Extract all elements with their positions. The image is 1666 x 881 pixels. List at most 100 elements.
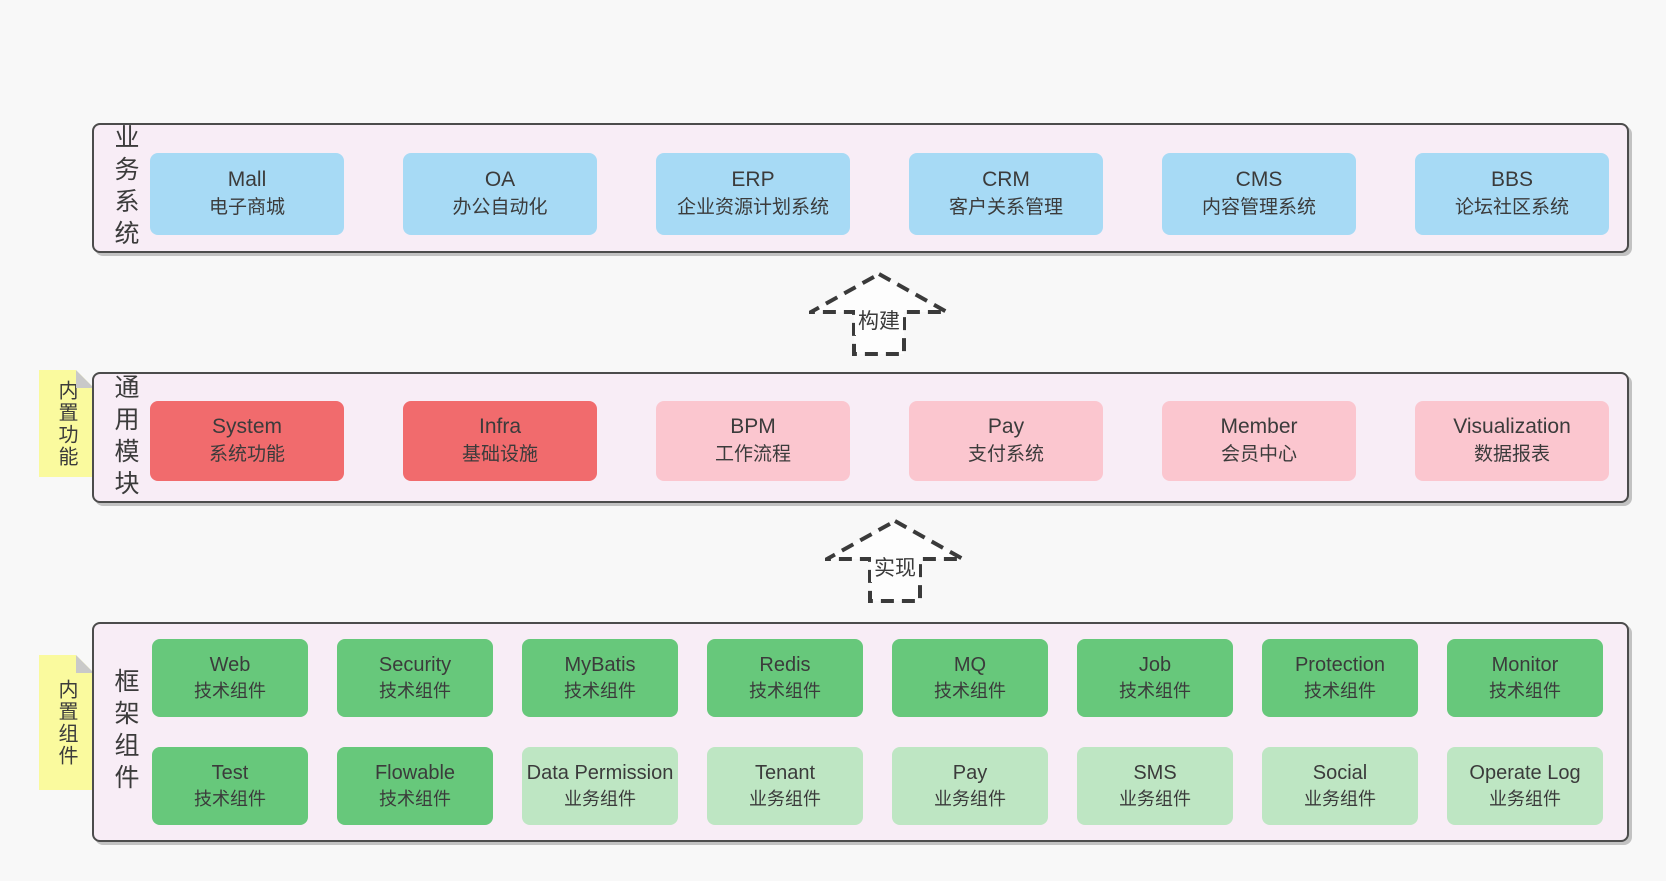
box-title: Operate Log	[1469, 762, 1581, 784]
box-subtitle: 业务组件	[934, 789, 1006, 809]
box-sms: SMS 业务组件	[1077, 747, 1233, 825]
box-title: Test	[211, 762, 249, 784]
box-subtitle: 技术组件	[1119, 681, 1191, 701]
box-data-permission: Data Permission 业务组件	[522, 747, 678, 825]
box-pay: Pay 支付系统	[909, 401, 1103, 481]
box-subtitle: 企业资源计划系统	[676, 197, 829, 218]
layer-label: 框架组件	[111, 668, 139, 796]
box-title: Pay	[987, 415, 1025, 438]
layer-framework-components: 框架组件 Web 技术组件 Security 技术组件 MyBatis 技术组件…	[92, 622, 1629, 842]
box-title: Protection	[1294, 654, 1386, 676]
box-title: BPM	[730, 415, 776, 438]
box-title: Member	[1220, 415, 1298, 438]
box-subtitle: 业务组件	[1119, 789, 1191, 809]
box-infra: Infra 基础设施	[403, 401, 597, 481]
box-oa: OA 办公自动化	[403, 153, 597, 235]
box-title: CMS	[1235, 168, 1283, 191]
box-title: SMS	[1133, 762, 1177, 784]
box-operate-log: Operate Log 业务组件	[1447, 747, 1603, 825]
box-subtitle: 支付系统	[967, 444, 1044, 465]
sticky-tag-label: 内置功能	[55, 379, 77, 468]
box-redis: Redis 技术组件	[707, 639, 863, 717]
box-visualization: Visualization 数据报表	[1415, 401, 1609, 481]
box-subtitle: 办公自动化	[452, 197, 548, 218]
box-title: Redis	[759, 654, 811, 676]
box-flowable: Flowable 技术组件	[337, 747, 493, 825]
box-title: Mall	[227, 168, 267, 191]
box-title: OA	[484, 168, 516, 191]
box-system: System 系统功能	[150, 401, 344, 481]
box-title: Job	[1138, 654, 1172, 676]
box-subtitle: 技术组件	[564, 681, 636, 701]
layer-label: 通用模块	[111, 373, 139, 502]
box-subtitle: 业务组件	[749, 789, 821, 809]
box-cms: CMS 内容管理系统	[1162, 153, 1356, 235]
box-erp: ERP 企业资源计划系统	[656, 153, 850, 235]
box-title: Tenant	[754, 762, 816, 784]
box-subtitle: 电子商城	[208, 197, 285, 218]
box-bpm: BPM 工作流程	[656, 401, 850, 481]
box-test: Test 技术组件	[152, 747, 308, 825]
box-subtitle: 业务组件	[1304, 789, 1376, 809]
box-title: MQ	[953, 654, 987, 676]
box-social: Social 业务组件	[1262, 747, 1418, 825]
sticky-tag-built-in-features: 内置功能	[39, 370, 94, 477]
box-monitor: Monitor 技术组件	[1447, 639, 1603, 717]
box-subtitle: 会员中心	[1220, 444, 1297, 465]
box-job: Job 技术组件	[1077, 639, 1233, 717]
box-title: BBS	[1490, 168, 1534, 191]
box-crm: CRM 客户关系管理	[909, 153, 1103, 235]
layer-label: 业务系统	[111, 124, 139, 252]
box-mq: MQ 技术组件	[892, 639, 1048, 717]
box-title: Visualization	[1453, 415, 1571, 438]
box-mybatis: MyBatis 技术组件	[522, 639, 678, 717]
box-subtitle: 技术组件	[194, 681, 266, 701]
box-member: Member 会员中心	[1162, 401, 1356, 481]
box-subtitle: 论坛社区系统	[1454, 197, 1569, 218]
box-row: Mall 电子商城 OA 办公自动化 ERP 企业资源计划系统 CRM 客户关系…	[150, 153, 1609, 235]
arrow-build: 构建	[809, 271, 949, 357]
box-protection: Protection 技术组件	[1262, 639, 1418, 717]
box-title: Infra	[478, 415, 522, 438]
box-title: MyBatis	[564, 654, 636, 676]
box-subtitle: 技术组件	[1304, 681, 1376, 701]
layer-business-systems: 业务系统 Mall 电子商城 OA 办公自动化 ERP 企业资源计划系统 CRM…	[92, 123, 1629, 253]
box-subtitle: 基础设施	[461, 444, 538, 465]
box-row: Test 技术组件 Flowable 技术组件 Data Permission …	[152, 747, 1603, 825]
box-title: Flowable	[374, 762, 456, 784]
box-web: Web 技术组件	[152, 639, 308, 717]
box-subtitle: 工作流程	[714, 444, 791, 465]
box-subtitle: 业务组件	[564, 789, 636, 809]
box-title: ERP	[731, 168, 775, 191]
box-title: System	[211, 415, 282, 438]
box-subtitle: 技术组件	[1489, 681, 1561, 701]
box-subtitle: 业务组件	[1489, 789, 1561, 809]
box-row: System 系统功能 Infra 基础设施 BPM 工作流程 Pay 支付系统…	[150, 401, 1609, 481]
arrow-implement: 实现	[825, 518, 965, 604]
box-subtitle: 技术组件	[379, 789, 451, 809]
box-subtitle: 技术组件	[934, 681, 1006, 701]
box-subtitle: 系统功能	[208, 444, 285, 465]
box-subtitle: 数据报表	[1473, 444, 1550, 465]
box-title: Monitor	[1491, 654, 1559, 676]
layer-common-modules: 通用模块 System 系统功能 Infra 基础设施 BPM 工作流程 Pay…	[92, 372, 1629, 503]
box-title: Web	[209, 654, 251, 676]
box-title: Security	[378, 654, 452, 676]
box-subtitle: 技术组件	[194, 789, 266, 809]
sticky-tag-built-in-components: 内置组件	[39, 655, 94, 790]
sticky-tag-label: 内置组件	[55, 678, 77, 767]
box-security: Security 技术组件	[337, 639, 493, 717]
box-subtitle: 技术组件	[749, 681, 821, 701]
box-pay-biz: Pay 业务组件	[892, 747, 1048, 825]
box-row: Web 技术组件 Security 技术组件 MyBatis 技术组件 Redi…	[152, 639, 1603, 717]
arrow-label: 构建	[855, 305, 903, 335]
box-title: CRM	[982, 168, 1030, 191]
box-title: Data Permission	[526, 762, 674, 784]
box-title: Social	[1312, 762, 1368, 784]
arrow-label: 实现	[871, 552, 919, 582]
box-mall: Mall 电子商城	[150, 153, 344, 235]
box-tenant: Tenant 业务组件	[707, 747, 863, 825]
box-title: Pay	[952, 762, 988, 784]
box-subtitle: 内容管理系统	[1201, 197, 1316, 218]
